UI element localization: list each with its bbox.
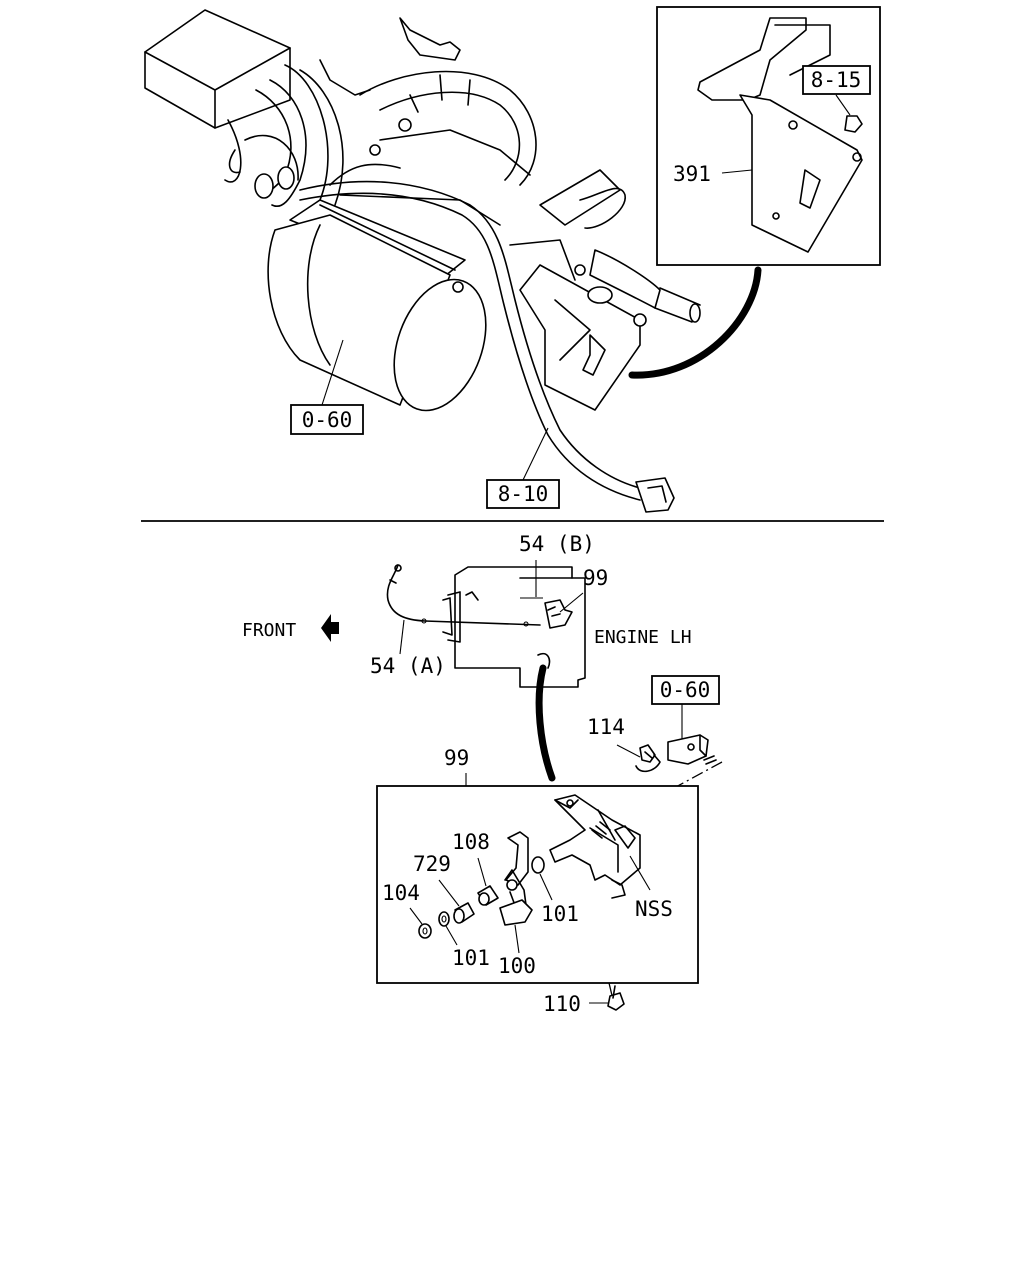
- front-arrow-icon: [321, 614, 339, 642]
- callout-harness: 8-10: [486, 427, 560, 509]
- nss-label: NSS: [635, 897, 673, 921]
- detail-inset: 8-15 391: [656, 6, 881, 266]
- front-label: FRONT: [242, 620, 296, 641]
- control-box-drawing: [144, 9, 291, 129]
- part-101-right-label: 101: [541, 902, 579, 926]
- wiring-harness-drawing: [299, 163, 675, 513]
- part-110-label: 110: [543, 992, 581, 1016]
- callout-lower: 0-60: [651, 675, 720, 765]
- callout-nut-label: 8-15: [811, 68, 862, 92]
- part-114-label: 114: [587, 715, 625, 739]
- nut-104-drawing: [418, 923, 432, 939]
- cable-drawing: [386, 564, 573, 629]
- transmission-housing-drawing: [319, 17, 537, 186]
- part-729-label: 729: [413, 852, 451, 876]
- bracket-assembly-drawing: [509, 169, 701, 411]
- engine-outline-drawing: [442, 566, 586, 688]
- part-101-left-label: 101: [452, 946, 490, 970]
- part-108-label: 108: [452, 830, 490, 854]
- washer-101-right-drawing: [531, 856, 545, 874]
- upper-view: 0-60 8-10 8-15 391: [144, 6, 881, 513]
- bolt-110-drawing: [607, 985, 625, 1011]
- nss-bracket-drawing: [549, 794, 641, 899]
- detail-arrow-arc: [628, 266, 762, 379]
- part-100-label: 100: [498, 954, 536, 978]
- part-99-label: 99: [583, 566, 608, 590]
- callout-harness-label: 8-10: [498, 482, 549, 506]
- cable-54a-label: 54 (A): [370, 654, 446, 678]
- washer-101-left-drawing: [438, 911, 450, 927]
- assembly-box: 99: [376, 746, 699, 984]
- starter-motor-drawing: [267, 194, 501, 412]
- assembly-box-label: 99: [444, 746, 469, 770]
- part-391-label: 391: [673, 162, 711, 186]
- callout-lower-label: 0-60: [660, 678, 711, 702]
- engine-lh-label: ENGINE LH: [594, 627, 692, 648]
- lower-detail-arc: [535, 664, 556, 782]
- part-104-label: 104: [382, 881, 420, 905]
- clip-114-drawing: [635, 744, 661, 773]
- callout-starter-label: 0-60: [302, 408, 353, 432]
- collar-108-drawing: [477, 885, 499, 906]
- lever-100-drawing: [499, 831, 533, 926]
- lower-view: 54 (B) 99 54 (A) FRONT ENGINE LH 0-60 11…: [242, 532, 723, 1016]
- bushing-729-drawing: [453, 902, 475, 924]
- hoses-drawing: [224, 64, 344, 216]
- cable-54b-label: 54 (B): [519, 532, 595, 556]
- callout-starter: 0-60: [290, 339, 364, 435]
